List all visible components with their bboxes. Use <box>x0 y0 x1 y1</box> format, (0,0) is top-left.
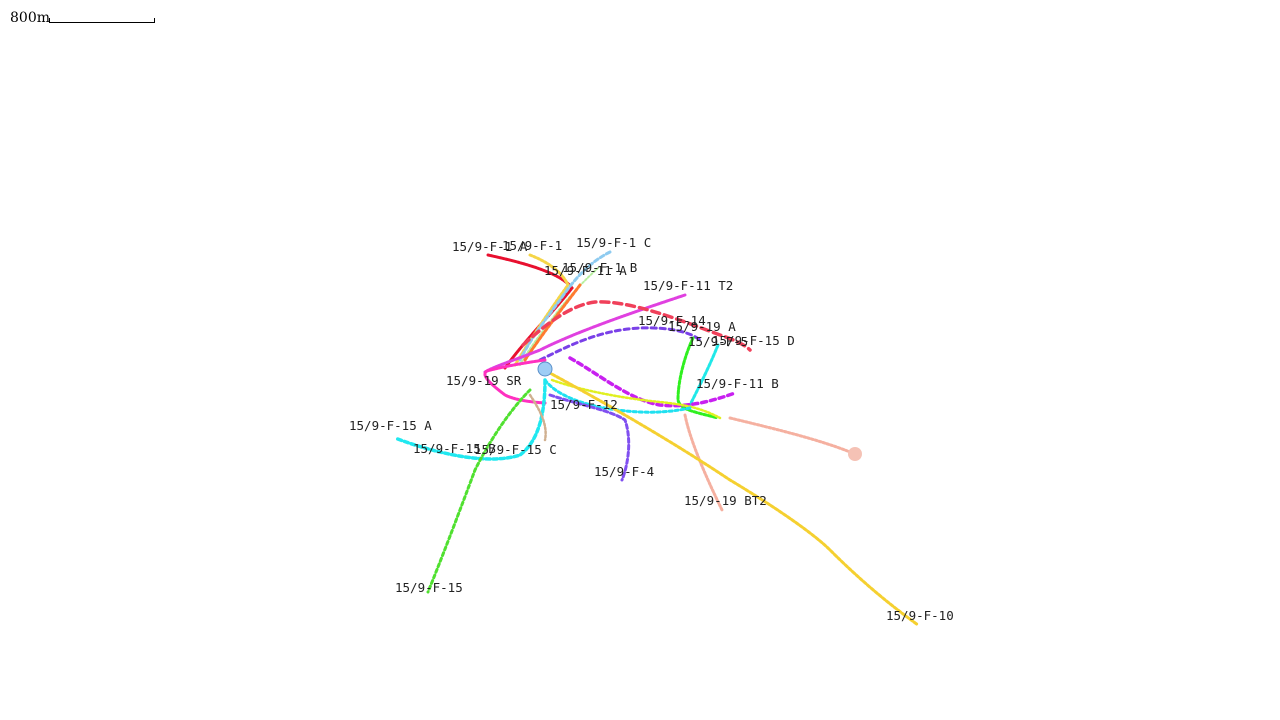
well-label-f15d: 15/9-F-15 D <box>712 333 795 348</box>
well-trajectory-f1b[interactable] <box>519 267 599 366</box>
well-trajectory-f15[interactable] <box>426 388 532 594</box>
well-label-f11b: 15/9-F-11 B <box>696 376 779 391</box>
well-trajectory-19sr[interactable] <box>483 358 547 405</box>
well-label-f4: 15/9-F-4 <box>594 464 654 479</box>
well-trajectory-f10[interactable] <box>546 370 920 627</box>
well-label-f12: 15/9-F-12 <box>550 397 618 412</box>
platform-marker[interactable] <box>537 361 553 377</box>
well-label-f11t2: 15/9-F-11 T2 <box>643 278 733 293</box>
well-label-f15: 15/9-F-15 <box>395 580 463 595</box>
well-label-f1b: 15/9-F-1 B <box>562 260 637 275</box>
well-trajectory-f15c[interactable] <box>528 393 547 442</box>
well-label-f15a: 15/9-F-15 A <box>349 418 432 433</box>
well-trajectory-f11t2[interactable] <box>483 293 687 374</box>
well-label-f11a: 15/9-F-11 A <box>544 263 627 278</box>
well-endpoint-marker[interactable] <box>848 447 862 461</box>
well-trajectory-f5[interactable] <box>676 336 720 420</box>
well-label-19bt2: 15/9-19 BT2 <box>684 493 767 508</box>
well-label-f14: 15/9-F-14 <box>638 313 706 328</box>
well-trajectory-f15d[interactable] <box>688 343 720 407</box>
well-label-f15b: 15/9-F-15 B <box>413 441 496 456</box>
well-trajectory-19a[interactable] <box>538 326 702 362</box>
well-label-f1a: 15/9-F-1 A <box>452 239 528 254</box>
well-trajectory-f1[interactable] <box>513 253 570 367</box>
well-trajectory-f15a[interactable] <box>543 378 692 414</box>
well-label-19a: 15/9-19 A <box>668 319 736 334</box>
well-label-f15c: 15/9-F-15 C <box>474 442 557 457</box>
well-trajectory-f1c[interactable] <box>518 250 612 362</box>
well-label-19sr: 15/9-19 SR <box>446 373 522 388</box>
well-trajectory-f14[interactable] <box>521 300 752 352</box>
scale-label: 800m <box>10 10 50 26</box>
well-trajectory-f11a[interactable] <box>523 283 582 362</box>
well-label-f10: 15/9-F-10 <box>886 608 954 623</box>
well-label-f1: 15/9-F-1 <box>502 238 562 253</box>
well-trajectory-f11b[interactable] <box>568 356 737 408</box>
well-label-f5: 15/9-F-5 <box>688 334 748 349</box>
scale-bar <box>49 18 155 23</box>
well-trajectories <box>393 250 920 627</box>
well-trajectory-f4[interactable] <box>548 393 631 482</box>
well-trajectory-f15b[interactable] <box>393 378 547 461</box>
well-label-f1c: 15/9-F-1 C <box>576 235 651 250</box>
